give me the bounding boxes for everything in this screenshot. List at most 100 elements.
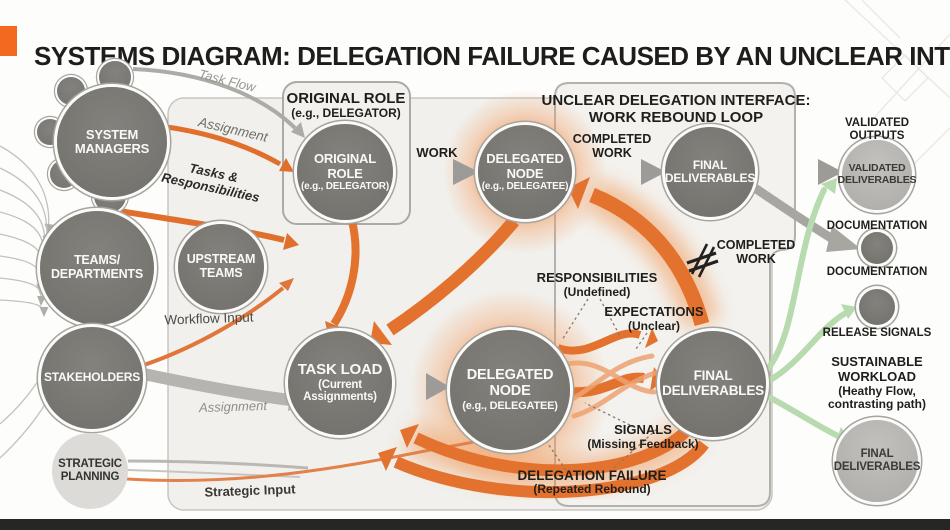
label-line: COMPLETED	[716, 238, 796, 252]
original-role-box-heading: ORIGINAL ROLE (e.g., DELEGATOR)	[287, 90, 406, 121]
label-line: EXPECTATIONS	[604, 304, 704, 319]
node-label: PLANNING	[60, 471, 120, 483]
documentation-label-2: DOCUMENTATION	[826, 266, 928, 278]
node-label: DELIVERABLES	[833, 461, 921, 473]
node-label: FINAL	[860, 448, 894, 461]
label-line: OUTPUTS	[849, 130, 905, 143]
completed-work-label-top: COMPLETED WORK	[573, 132, 651, 161]
strategic-planning-node: STRATEGIC PLANNING	[52, 433, 128, 509]
rebound-up-arrow	[589, 188, 710, 326]
stakeholders-node: STAKEHOLDERS	[41, 327, 143, 429]
label-line: (Missing Feedback)	[587, 436, 699, 451]
label-line: RESPONSIBILITIES	[536, 270, 658, 285]
tasks-resp-arrow	[93, 204, 285, 243]
final-deliverables-node-right: FINAL DELIVERABLES	[833, 420, 921, 502]
node-sublabel: (e.g., DELEGATEE)	[462, 399, 558, 412]
node-label: TASK LOAD	[297, 361, 383, 379]
green-arrows	[764, 178, 857, 446]
node-label: ROLE	[327, 165, 363, 181]
node-label: FINAL	[693, 368, 733, 384]
node-label: DELIVERABLES	[662, 383, 764, 398]
heading-line: UNCLEAR DELEGATION INTERFACE:	[541, 92, 811, 109]
stakeholder-up-arrow	[140, 286, 285, 368]
signals-label: SIGNALS (Missing Feedback)	[587, 422, 699, 451]
node-sublabel: Assignments)	[303, 391, 377, 404]
label-line: WORK	[736, 252, 776, 267]
node-label: SYSTEM	[85, 126, 139, 142]
heading-line: (e.g., DELEGATOR)	[291, 106, 401, 121]
task-load-node: TASK LOAD (Current Assignments)	[288, 331, 392, 435]
expectations-label: EXPECTATIONS (Unclear)	[604, 304, 704, 333]
documentation-node-1	[861, 232, 893, 264]
signals-return-curves	[557, 353, 661, 419]
assignment-arrow	[166, 124, 282, 167]
gray-arrows	[132, 67, 861, 411]
label-line: DELEGATION FAILURE	[517, 468, 667, 483]
node-sublabel: (Current	[318, 378, 362, 391]
green-to-final	[766, 394, 841, 439]
node-label: DELEGATED	[486, 151, 564, 167]
label-line: (Repeated Rebound)	[533, 482, 651, 497]
node-label: ORIGINAL	[314, 151, 376, 167]
node-label: DEPARTMENTS	[50, 267, 143, 281]
title-accent-square	[0, 26, 17, 56]
system-managers-node: SYSTEM MANAGERS	[57, 87, 167, 197]
completed-work-label-rebound: COMPLETED WORK	[717, 238, 795, 267]
node-label: VALIDATED	[848, 162, 906, 175]
delegated-node-bottom: DELEGATED NODE (e.g., DELEGATEE)	[450, 330, 570, 450]
assignment-label-bottom: Assignment	[198, 397, 268, 416]
green-to-validated	[764, 187, 827, 373]
node-label: FINAL	[692, 157, 728, 172]
validated-deliverables-node: VALIDATED DELIVERABLES	[838, 140, 917, 210]
teams-departments-node: TEAMS/ DEPARTMENTS	[40, 211, 154, 325]
label-line: contrasting path)	[828, 397, 926, 412]
validated-outputs-label: VALIDATED OUTPUTS	[845, 117, 909, 143]
node-label: UPSTREAM	[186, 252, 256, 267]
release-signals-label: RELEASE SIGNALS	[822, 327, 932, 339]
task-flow-arrow	[132, 67, 297, 130]
label-line: COMPLETED	[572, 132, 652, 146]
final-deliverables-node-bottom: FINAL DELIVERABLES	[660, 331, 766, 437]
label-line: SIGNALS	[614, 422, 672, 437]
rebound-to-task-arrow	[386, 216, 519, 336]
bottom-bar	[0, 519, 950, 530]
role-to-task-arrow	[330, 220, 360, 327]
node-label: TEAMS	[199, 266, 243, 280]
label-line: (Heathy Flow,	[838, 383, 916, 398]
rebound-loop-arrow-2	[393, 440, 709, 499]
node-label: MANAGERS	[74, 141, 150, 156]
label-line: (Unclear)	[627, 318, 681, 333]
node-label: NODE	[489, 382, 531, 399]
documentation-node-2	[859, 289, 895, 325]
not-equal-icon	[686, 243, 719, 278]
node-label: STRATEGIC	[58, 458, 122, 471]
node-label: NODE	[506, 165, 544, 181]
green-to-release	[764, 311, 847, 385]
documentation-arrow	[747, 181, 839, 245]
interface-box-heading: UNCLEAR DELEGATION INTERFACE: WORK REBOU…	[542, 92, 811, 126]
label-line: VALIDATED	[844, 117, 910, 129]
label-line: WORK	[592, 146, 632, 161]
node-label: STAKEHOLDERS	[43, 370, 141, 385]
label-line: (Undefined)	[563, 284, 631, 299]
work-label: WORK	[416, 145, 458, 160]
responsibilities-label: RESPONSIBILITIES (Undefined)	[536, 270, 658, 299]
heading-line: WORK REBOUND LOOP	[588, 109, 764, 127]
stakeholder-flow-arrow	[142, 368, 291, 406]
node-label: DELIVERABLES	[664, 171, 756, 185]
heading-line: ORIGINAL ROLE	[286, 90, 406, 107]
final-deliverables-node-top: FINAL DELIVERABLES	[665, 127, 755, 217]
documentation-label-1: DOCUMENTATION	[826, 220, 928, 232]
rebound-loop-arrow-1	[413, 422, 695, 477]
node-label: DELIVERABLES	[837, 174, 917, 186]
original-role-node: ORIGINAL ROLE (e.g., DELEGATOR)	[297, 124, 393, 220]
strategic-input-label: Strategic Input	[204, 481, 296, 500]
node-sublabel: (e.g., DELEGATOR)	[301, 180, 389, 192]
delegation-failure-label: DELEGATION FAILURE (Repeated Rebound)	[517, 468, 666, 497]
node-sublabel: (e.g., DELEGATEE)	[481, 180, 569, 192]
background-pattern	[844, 0, 950, 171]
delegated-node-top: DELEGATED NODE (e.g., DELEGATEE)	[478, 125, 572, 219]
orange-arrows	[93, 124, 710, 499]
sustainable-workload-label: SUSTAINABLE WORKLOAD (Heathy Flow, contr…	[828, 354, 926, 412]
